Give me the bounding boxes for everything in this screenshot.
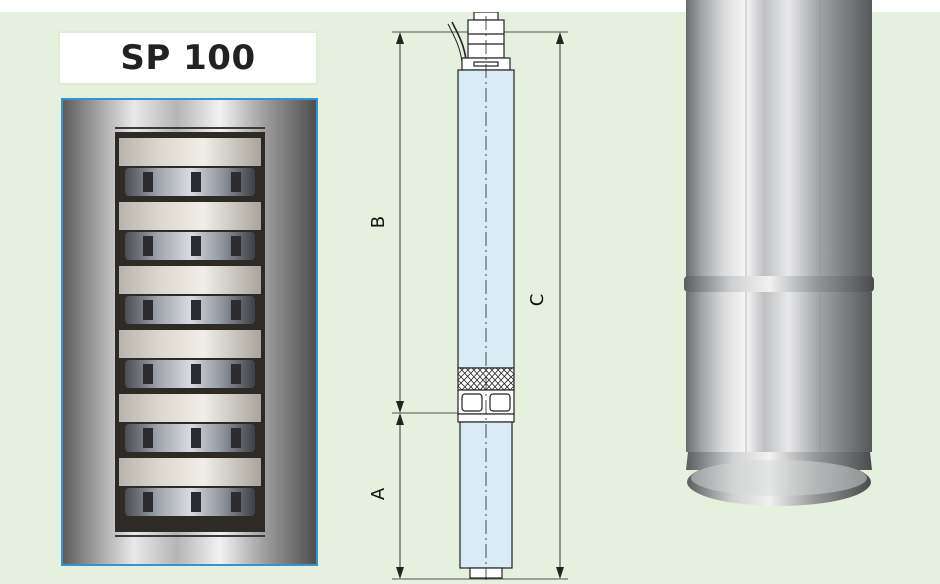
impeller bbox=[125, 168, 255, 196]
impeller-vane bbox=[143, 492, 153, 512]
steel-sleeve-icon bbox=[684, 0, 874, 506]
impeller-vane bbox=[191, 300, 201, 320]
impeller-vane bbox=[231, 364, 241, 384]
diffuser-bowl bbox=[119, 266, 261, 294]
impeller-vane bbox=[231, 492, 241, 512]
impeller bbox=[125, 488, 255, 516]
steel-sleeve-photo bbox=[660, 0, 890, 520]
impeller-vane bbox=[191, 172, 201, 192]
impeller-vane bbox=[231, 172, 241, 192]
impeller-vane bbox=[191, 428, 201, 448]
diffuser-bowl bbox=[119, 138, 261, 166]
dimension-c-label: C bbox=[527, 294, 548, 307]
diffuser-bowl bbox=[119, 330, 261, 358]
submersible-pump-drawing-icon: B A C bbox=[368, 12, 568, 580]
pump-dimension-drawing: B A C bbox=[340, 12, 600, 584]
impeller bbox=[125, 360, 255, 388]
diffuser-bowl bbox=[119, 394, 261, 422]
impeller-vane bbox=[231, 300, 241, 320]
title-box: SP 100 bbox=[58, 31, 318, 85]
impeller-vane bbox=[143, 172, 153, 192]
impeller-vane bbox=[191, 492, 201, 512]
diffuser-bowl bbox=[119, 458, 261, 486]
impeller-vane bbox=[191, 236, 201, 256]
dimension-b-label: B bbox=[368, 216, 389, 228]
diffuser-bowl bbox=[119, 202, 261, 230]
impeller-vane bbox=[143, 300, 153, 320]
impeller bbox=[125, 424, 255, 452]
impeller-vane bbox=[191, 364, 201, 384]
product-title: SP 100 bbox=[120, 38, 256, 78]
impeller-vane bbox=[143, 236, 153, 256]
impeller-vane bbox=[143, 428, 153, 448]
impeller bbox=[125, 232, 255, 260]
impeller-vane bbox=[143, 364, 153, 384]
dimension-a-label: A bbox=[368, 487, 389, 500]
impeller-vane bbox=[231, 236, 241, 256]
impeller-stack-icon bbox=[63, 100, 316, 564]
impeller bbox=[125, 296, 255, 324]
impeller-vane bbox=[231, 428, 241, 448]
impeller-stack-photo bbox=[61, 98, 318, 566]
